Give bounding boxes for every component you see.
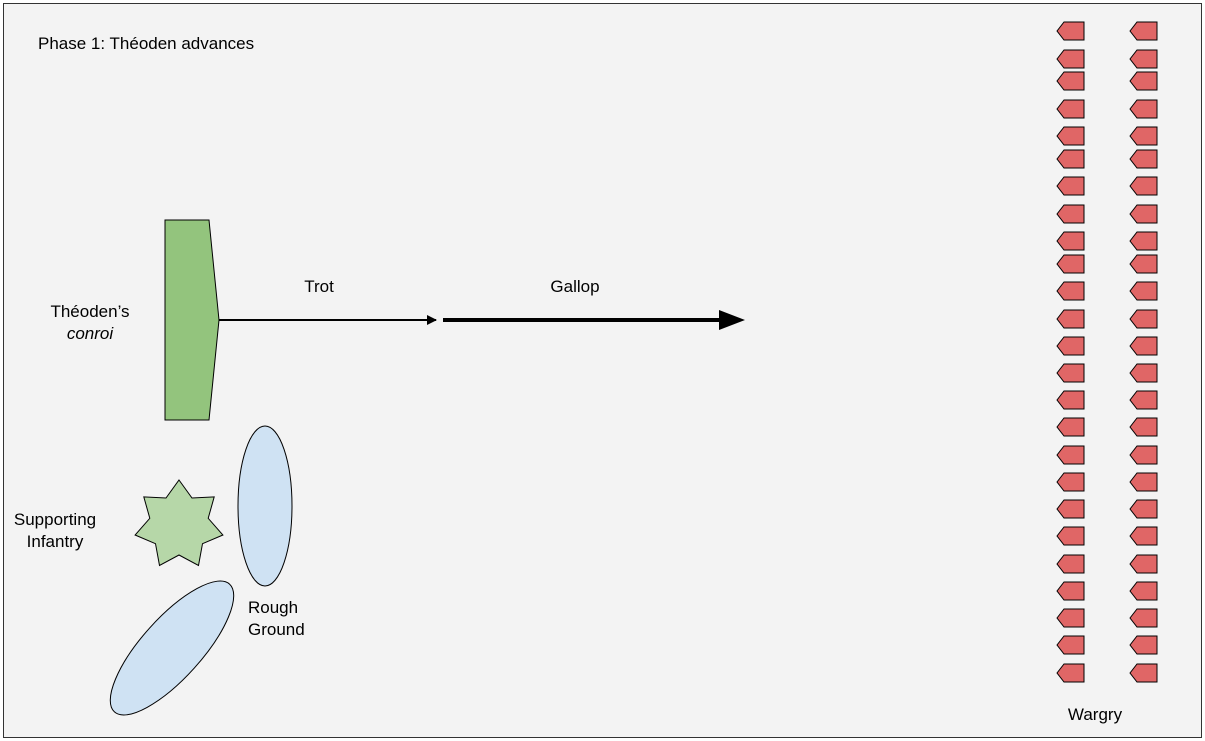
warg-marker <box>1129 99 1158 119</box>
warg-marker <box>1129 445 1158 465</box>
warg-marker <box>1129 608 1158 628</box>
warg-marker <box>1056 336 1085 356</box>
infantry-label-line1: Supporting <box>14 510 96 529</box>
warg-marker <box>1056 49 1085 69</box>
trot-label: Trot <box>304 277 334 296</box>
gallop-label: Gallop <box>550 277 599 296</box>
warg-marker <box>1129 336 1158 356</box>
rough-ground-ellipse-diagonal <box>109 580 235 716</box>
warg-marker <box>1129 281 1158 301</box>
warg-marker <box>1129 49 1158 69</box>
warg-marker <box>1056 363 1085 383</box>
rough-ground-label-line1: Rough <box>248 598 298 617</box>
warg-marker <box>1129 71 1158 91</box>
warg-marker <box>1056 99 1085 119</box>
warg-marker <box>1129 126 1158 146</box>
warg-marker <box>1129 21 1158 41</box>
warg-marker <box>1056 281 1085 301</box>
warg-marker <box>1129 309 1158 329</box>
rough-ground-ellipse-vertical <box>237 425 293 587</box>
warg-marker <box>1056 445 1085 465</box>
warg-marker <box>1129 499 1158 519</box>
warg-marker <box>1129 231 1158 251</box>
warg-marker <box>1056 417 1085 437</box>
warg-marker <box>1056 663 1085 683</box>
infantry-label-line2: Infantry <box>27 532 84 551</box>
warg-marker <box>1129 254 1158 274</box>
theoden-label-conroi: conroi <box>67 324 115 343</box>
warg-marker <box>1056 472 1085 492</box>
warg-marker <box>1129 581 1158 601</box>
warg-marker <box>1129 149 1158 169</box>
rough-ground-label-line2: Ground <box>248 620 305 639</box>
warg-marker <box>1056 176 1085 196</box>
warg-marker <box>1129 363 1158 383</box>
warg-marker <box>1129 472 1158 492</box>
warg-marker <box>1129 554 1158 574</box>
warg-marker <box>1056 635 1085 655</box>
warg-marker <box>1056 231 1085 251</box>
diagram-title: Phase 1: Théoden advances <box>38 34 254 53</box>
warg-marker <box>1129 390 1158 410</box>
warg-marker <box>1129 204 1158 224</box>
warg-marker <box>1056 309 1085 329</box>
warg-marker <box>1056 71 1085 91</box>
warg-marker <box>1056 526 1085 546</box>
warg-marker <box>1056 608 1085 628</box>
warg-marker <box>1056 21 1085 41</box>
theoden-label-name: Théoden’s <box>50 302 129 321</box>
warg-marker <box>1056 390 1085 410</box>
warg-marker <box>1129 663 1158 683</box>
wargs-label: Wargry <box>1068 705 1123 724</box>
gallop-arrow-head <box>719 310 745 330</box>
warg-marker <box>1129 176 1158 196</box>
warg-marker <box>1056 581 1085 601</box>
warg-marker <box>1056 254 1085 274</box>
warg-marker <box>1129 635 1158 655</box>
warg-marker <box>1056 126 1085 146</box>
warg-marker <box>1056 149 1085 169</box>
wargs-formation <box>1056 21 1158 683</box>
warg-marker <box>1056 499 1085 519</box>
warg-marker <box>1056 204 1085 224</box>
theoden-conroi-shape <box>164 219 220 421</box>
warg-marker <box>1056 554 1085 574</box>
warg-marker <box>1129 526 1158 546</box>
supporting-infantry-star <box>134 479 224 567</box>
warg-marker <box>1129 417 1158 437</box>
